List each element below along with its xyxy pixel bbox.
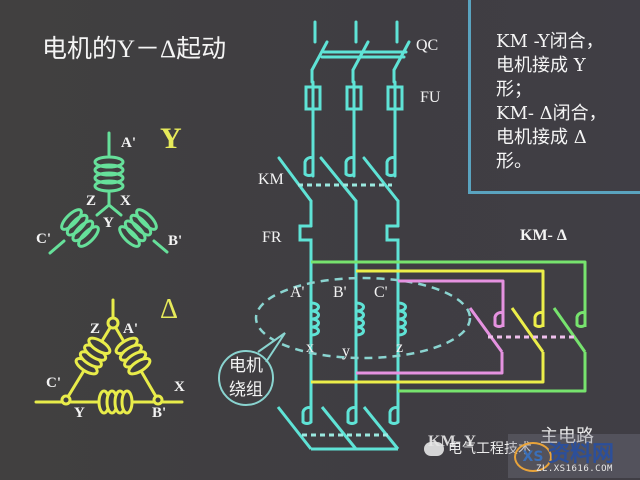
watermark-text: 电气工程技术 [424,438,532,458]
delta-winding-diagram [34,298,184,415]
star-label-a: A' [121,135,136,151]
fu-label: FU [420,89,441,106]
main-circuit-lines [277,20,411,342]
km-y-contacts [276,406,400,451]
star-label-b: B' [168,233,183,249]
motor-windings [309,301,407,420]
delta-label-b: B' [152,405,167,421]
km-delta-label: KM- Δ [520,227,567,244]
winding-boundary [254,276,472,360]
info-line: 电机接成 Δ [496,127,587,148]
star-symbol: Y [160,122,182,155]
logo-badge-icon: XS [514,442,552,472]
info-line: 形。 [496,151,532,172]
qc-label: QC [416,37,439,54]
star-label-z: Z [86,193,97,209]
km-delta-wiring [311,260,587,393]
watermark-label: 电气工程技术 [448,441,532,457]
info-box-text: KM -Y闭合， 电机接成 Y 形； KM- Δ闭合， 电机接成 Δ 形。 [496,30,607,174]
delta-label-y: Y [74,405,85,421]
fr-label: FR [262,229,282,246]
km-label: KM [258,171,284,188]
info-line: 电机接成 Y [496,55,586,76]
logo-url: ZL.XS1616.COM [536,464,613,474]
info-box-frame [468,0,640,194]
star-winding-diagram [48,131,169,255]
coil-icon [354,301,365,355]
main-circuit-label: 主电路 [540,426,594,447]
coil-icon [97,389,134,415]
callout-line: 电机 [229,356,263,376]
delta-label-a: A' [123,321,138,337]
coil-icon [396,301,407,355]
star-label-x: X [120,193,131,209]
star-label-c: C' [36,231,51,247]
winding-label-x: x [306,339,314,356]
watermark-logo: XS 资料网 ZL.XS1616.COM [508,434,640,478]
coil-icon [74,336,112,376]
winding-label-b: B' [333,284,347,301]
delta-label-x: X [174,379,185,395]
coil-icon [114,336,152,376]
winding-label-z: z [396,339,404,356]
info-line: 形； [496,79,532,100]
coil-icon [93,155,125,193]
coil-icon [60,208,100,248]
winding-label-a: A' [290,284,305,301]
coil-icon [309,301,320,355]
callout-line: 绕组 [229,380,263,400]
winding-label-c: C' [374,284,388,301]
star-label-y: Y [103,215,114,231]
delta-symbol: Δ [160,294,179,325]
delta-label-z: Z [90,321,101,337]
logo-text: 资料网 [548,442,615,467]
motor-winding-callout: 电机 绕组 [218,350,274,406]
info-line: KM- Δ闭合， [496,103,607,124]
page-title: 电机的Y－Δ起动 [42,36,227,63]
info-line: KM -Y闭合， [496,31,604,52]
winding-label-y: y [342,343,350,360]
coil-icon [118,208,158,248]
wechat-icon [424,442,444,456]
delta-label-c: C' [46,375,61,391]
